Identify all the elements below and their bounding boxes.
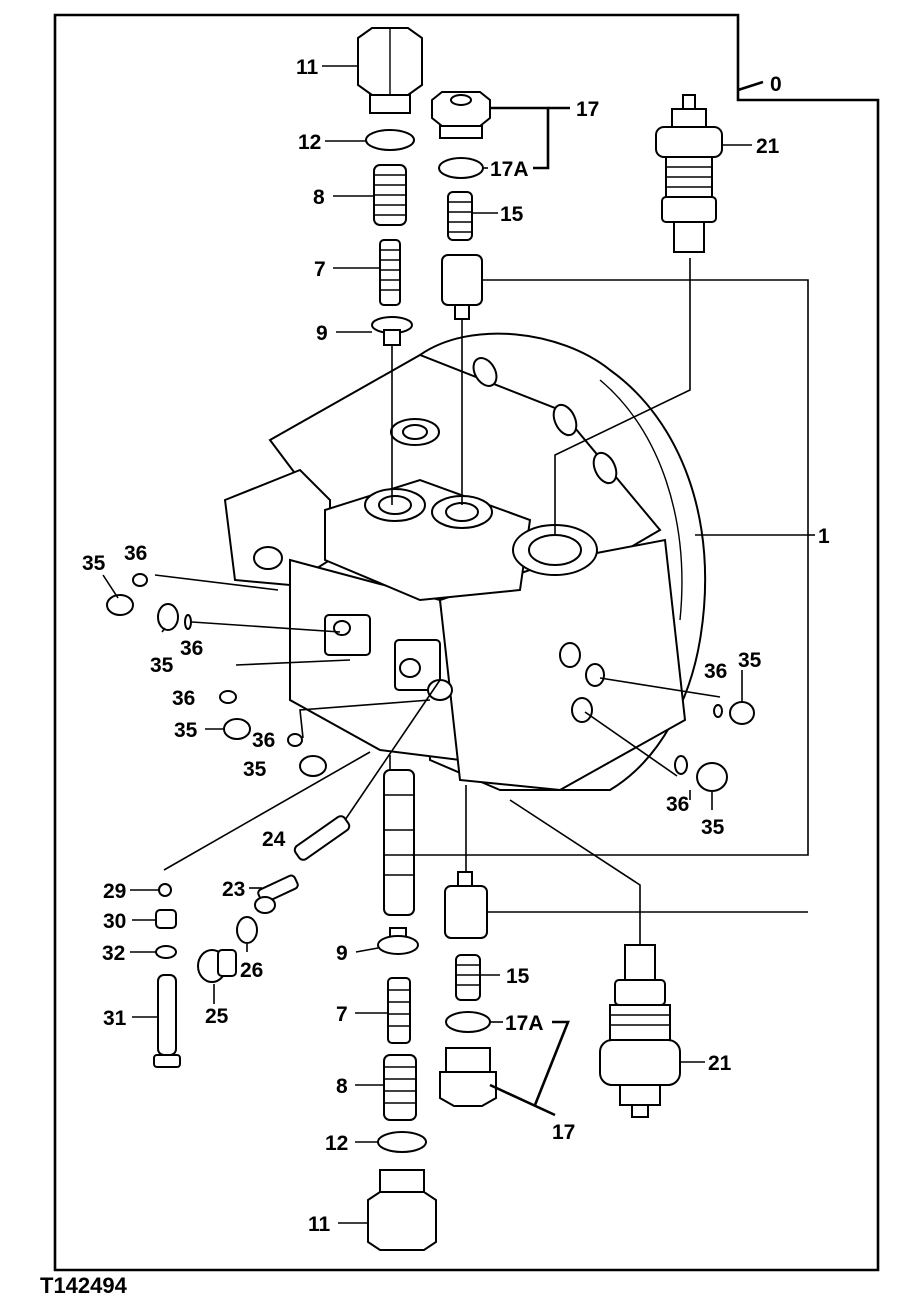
- callout-9: 9: [336, 942, 348, 965]
- rod-31: [153, 974, 181, 1068]
- callout-7: 7: [336, 1003, 348, 1026]
- callout-15: 15: [506, 965, 530, 988]
- callout-17A: 17A: [490, 158, 529, 181]
- o-ring-17A-bottom: [445, 1011, 491, 1033]
- callout-11: 11: [296, 56, 319, 79]
- plug-23: [254, 874, 299, 914]
- plug-17-bottom: [439, 1047, 497, 1107]
- callout-36: 36: [124, 542, 147, 565]
- poppet-top: [441, 254, 483, 320]
- callout-36: 36: [666, 793, 689, 816]
- plugs-35: [106, 594, 755, 792]
- callout-29: 29: [103, 880, 126, 903]
- callout-35: 35: [82, 552, 106, 575]
- spool: [383, 769, 415, 916]
- callout-23: 23: [222, 878, 245, 901]
- callout-1: 1: [818, 525, 830, 548]
- callout-36: 36: [704, 660, 727, 683]
- callout-17: 17: [552, 1121, 575, 1144]
- spring-24: [293, 815, 351, 861]
- callout-12: 12: [298, 131, 321, 154]
- o-ring-17A-top: [438, 157, 484, 179]
- callout-35: 35: [738, 649, 762, 672]
- callout-17A: 17A: [505, 1012, 544, 1035]
- callout-12: 12: [325, 1132, 348, 1155]
- plug-11-bottom: [367, 1169, 437, 1251]
- diagram-frame: [53, 13, 880, 1272]
- spring-7-bottom: [387, 977, 411, 1044]
- spring-15-top: [447, 191, 473, 241]
- callout-35: 35: [150, 654, 174, 677]
- relief-valve-21-top: [655, 94, 723, 253]
- seat-9-top: [371, 316, 413, 346]
- callout-15: 15: [500, 203, 524, 226]
- plug-30: [155, 909, 177, 929]
- ball-29: [158, 883, 172, 897]
- o-ring-32: [155, 945, 177, 959]
- callout-24: 24: [262, 828, 286, 851]
- callout-7: 7: [314, 258, 326, 281]
- callout-9: 9: [316, 322, 328, 345]
- spring-15-bottom: [455, 954, 481, 1001]
- plug-11-top: [357, 27, 423, 114]
- poppet-bottom: [444, 871, 488, 939]
- callout-8: 8: [313, 186, 325, 209]
- plug-17-top: [431, 91, 491, 139]
- spring-8-bottom: [383, 1054, 417, 1121]
- callout-21: 21: [708, 1052, 732, 1075]
- callout-35: 35: [243, 758, 267, 781]
- plug-25: [197, 949, 237, 983]
- spring-7-top: [379, 239, 401, 306]
- o-ring-26: [236, 916, 258, 944]
- figure-id: T142494: [40, 1273, 128, 1298]
- callout-0: 0: [770, 73, 782, 96]
- callout-32: 32: [102, 942, 125, 965]
- callout-35: 35: [174, 719, 198, 742]
- callout-21: 21: [756, 135, 780, 158]
- relief-valve-21-bottom: [599, 944, 681, 1118]
- callout-36: 36: [180, 637, 203, 660]
- spring-8-top: [373, 164, 407, 226]
- callout-31: 31: [103, 1007, 127, 1030]
- leader-lines: [102, 65, 815, 1224]
- callout-35: 35: [701, 816, 725, 839]
- callout-8: 8: [336, 1075, 348, 1098]
- callout-26: 26: [240, 959, 263, 982]
- callout-25: 25: [205, 1005, 229, 1028]
- callout-36: 36: [172, 687, 195, 710]
- o-ring-12-top: [365, 129, 415, 151]
- rings-36: [132, 573, 723, 775]
- callout-30: 30: [103, 910, 126, 933]
- callout-36: 36: [252, 729, 275, 752]
- callout-17: 17: [576, 98, 599, 121]
- seat-9-bottom: [377, 927, 419, 955]
- valve-body: [223, 332, 707, 792]
- o-ring-12-bottom: [377, 1131, 427, 1153]
- callout-11: 11: [308, 1213, 331, 1236]
